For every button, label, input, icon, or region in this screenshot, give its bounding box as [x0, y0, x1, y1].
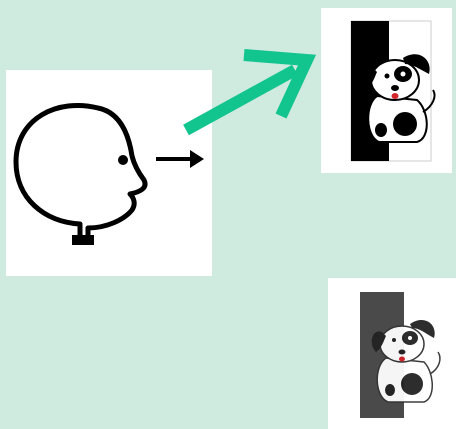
dog-card-icon	[350, 20, 436, 162]
head-profile-icon	[13, 102, 148, 245]
dog-card-top	[321, 8, 452, 173]
viewer-panel	[6, 70, 212, 276]
dog-card-faded-icon	[360, 292, 441, 418]
dog-card-bottom	[328, 278, 456, 429]
